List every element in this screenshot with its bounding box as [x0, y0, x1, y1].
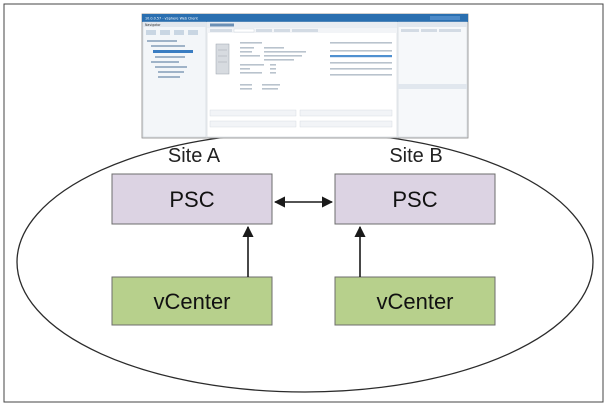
psc-site-a: PSC — [111, 173, 273, 225]
psc-a-box — [111, 173, 273, 225]
screenshot-tree-item — [155, 56, 185, 58]
screenshot-tree-item-selected — [153, 50, 193, 53]
screenshot-tree-item — [155, 66, 187, 68]
psc-a-label: PSC — [169, 187, 214, 212]
screenshot-user-menu — [430, 16, 460, 20]
screenshot-window-title: 10.0.0.57 - vSphere Web Client — [145, 17, 199, 21]
screenshot-nav-icon — [160, 30, 170, 35]
site-a-label: Site A — [168, 145, 221, 167]
screenshot-alarms-header — [398, 22, 467, 27]
screenshot-section-configuration — [299, 109, 393, 117]
screenshot-object-header — [207, 22, 397, 28]
screenshot-navigator-panel — [142, 21, 207, 138]
vcenter-a-label: vCenter — [153, 289, 230, 314]
screenshot-section-tags — [209, 120, 297, 128]
screenshot-tree-item — [151, 61, 179, 63]
psc-site-b: PSC — [334, 173, 496, 225]
screenshot-tab — [292, 29, 318, 32]
screenshot-resource-meters — [330, 42, 392, 76]
screenshot-tree-item — [147, 40, 177, 42]
screenshot-summary-properties — [240, 42, 306, 90]
screenshot-alarm-tab — [439, 29, 461, 32]
vcenter-b-label: vCenter — [376, 289, 453, 314]
screenshot-main-panel — [206, 21, 398, 138]
screenshot-alarm-tab — [401, 29, 419, 32]
vcenter-b-box — [334, 276, 496, 326]
screenshot-tab — [256, 29, 272, 32]
vcenter-site-a: vCenter — [111, 276, 273, 326]
vcenter-a-box — [111, 276, 273, 326]
screenshot-tree-item — [151, 45, 185, 47]
site-b-label: Site B — [389, 145, 442, 167]
screenshot-alarm-tab — [421, 29, 437, 32]
screenshot-navigator-header — [143, 22, 206, 27]
psc-b-box — [334, 173, 496, 225]
screenshot-titlebar — [142, 14, 468, 22]
psc-b-label: PSC — [392, 187, 437, 212]
screenshot-tree-item — [158, 71, 184, 73]
screenshot-nav-icon — [174, 30, 184, 35]
screenshot-work-in-progress-header — [398, 84, 467, 89]
screenshot-object-title — [210, 23, 234, 27]
vsphere-client-screenshot: 10.0.0.57 - vSphere Web Client Navigator — [141, 13, 469, 139]
screenshot-tab — [274, 29, 290, 32]
screenshot-tab — [210, 29, 232, 32]
screenshot-tree-item — [158, 76, 180, 78]
screenshot-server-image — [215, 43, 230, 75]
screenshot-navigator-label: Navigator — [145, 23, 161, 27]
screenshot-nav-icon — [188, 30, 198, 35]
screenshot-nav-icon — [146, 30, 156, 35]
screenshot-tab-active — [233, 28, 255, 33]
screenshot-right-panel — [397, 21, 468, 138]
vcenter-site-b: vCenter — [334, 276, 496, 326]
screenshot-section-hardware — [209, 109, 297, 117]
screenshot-section-related-objects — [299, 120, 393, 128]
